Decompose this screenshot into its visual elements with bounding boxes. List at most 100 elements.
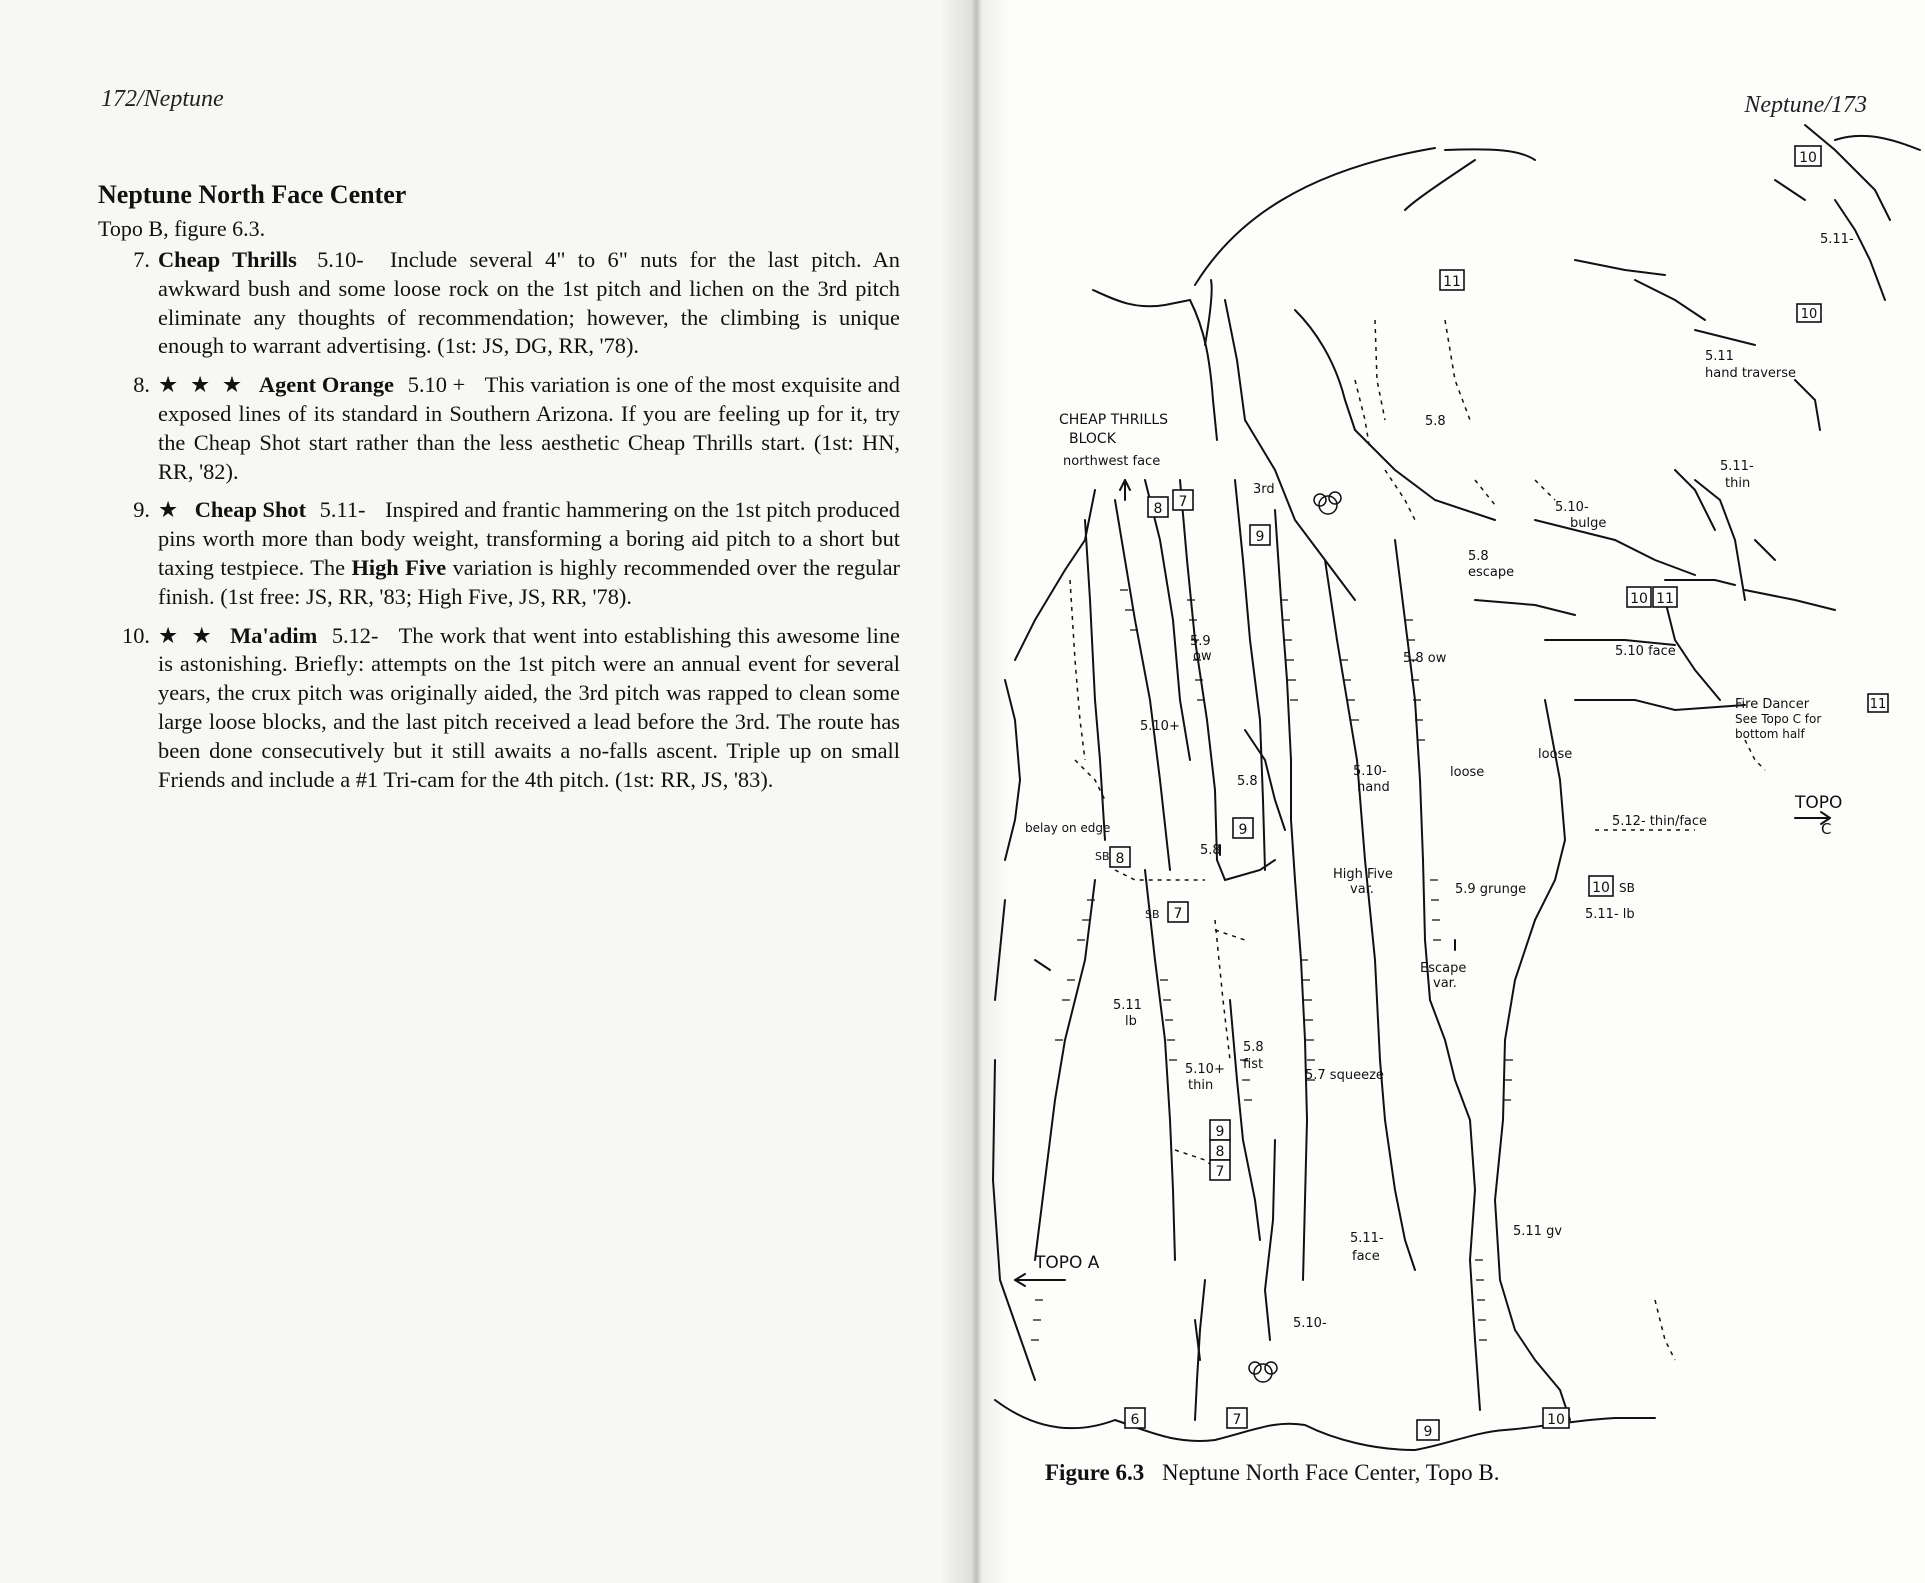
- svg-text:11: 11: [1656, 591, 1674, 607]
- bush-icon: [1249, 492, 1341, 1382]
- left-page: 172/Neptune Neptune North Face Center To…: [0, 0, 975, 1583]
- svg-text:10: 10: [1801, 307, 1818, 322]
- belay-box-9: 9: [1210, 1120, 1230, 1140]
- svg-text:7: 7: [1174, 906, 1183, 922]
- route-grade: 5.10 +: [408, 372, 466, 397]
- figure-label: Figure 6.3: [1045, 1460, 1144, 1485]
- block-label: BLOCK: [1069, 431, 1117, 447]
- route-feature-label: escape: [1468, 565, 1514, 580]
- belay-box-8-top: 8: [1148, 497, 1168, 517]
- grade-label: 5.11: [1705, 349, 1734, 364]
- belay-box-8: 8: [1210, 1140, 1230, 1160]
- topo-labels: CHEAP THRILLS BLOCK northwest face belay…: [1025, 232, 1854, 1331]
- route-feature-label: face: [1352, 1249, 1380, 1264]
- route-grade: 5.11-: [320, 497, 366, 522]
- star-rating: ★ ★: [158, 623, 216, 648]
- grade-label: 5.10+: [1185, 1062, 1225, 1077]
- grade-label: 5.11-: [1350, 1231, 1384, 1246]
- grade-label: 5.10-: [1555, 500, 1589, 515]
- svg-text:10: 10: [1799, 150, 1817, 166]
- belay-box-7: 7: [1210, 1160, 1230, 1180]
- topo-linework: [993, 125, 1920, 1450]
- page-header-left: 172/Neptune: [101, 86, 224, 113]
- grade-label: 5.8: [1243, 1040, 1264, 1055]
- star-rating: ★: [158, 497, 181, 522]
- route-feature-label: High Five: [1333, 867, 1393, 882]
- route-name: Ma'adim: [230, 623, 317, 648]
- route-grade: 5.10-: [317, 247, 364, 272]
- svg-text:9: 9: [1239, 822, 1248, 838]
- svg-text:9: 9: [1424, 1424, 1433, 1440]
- highlighted-variation: High Five: [351, 555, 446, 580]
- route-feature-label: var.: [1433, 976, 1457, 991]
- route-feature-label: fist: [1243, 1057, 1263, 1072]
- route-number: 9.: [98, 496, 150, 525]
- route-feature-label: hand: [1357, 780, 1390, 795]
- grade-label: 5.11-: [1820, 232, 1854, 247]
- route-number: 8.: [98, 371, 150, 400]
- figure-caption-text: Neptune North Face Center, Topo B.: [1162, 1460, 1500, 1485]
- belay-box-11-ledge: 11: [1653, 587, 1677, 607]
- section-title: Neptune North Face Center: [98, 180, 406, 210]
- svg-text:11: 11: [1870, 697, 1887, 712]
- svg-text:9: 9: [1216, 1124, 1225, 1140]
- route-feature-label: SB: [1619, 881, 1635, 895]
- route-feature-label: hand traverse: [1705, 366, 1796, 381]
- star-rating: ★ ★ ★: [158, 372, 245, 397]
- svg-text:11: 11: [1443, 274, 1461, 290]
- route-feature-label: loose: [1450, 765, 1484, 780]
- svg-text:10: 10: [1630, 591, 1648, 607]
- fire-dancer-label: See Topo C for: [1735, 712, 1821, 726]
- route-number: 10.: [98, 622, 150, 651]
- svg-text:7: 7: [1216, 1164, 1225, 1180]
- belay-box-11-top: 11: [1440, 270, 1464, 290]
- belay-box-10-ledge: 10: [1627, 587, 1651, 607]
- route-feature-label: lb: [1125, 1014, 1137, 1029]
- route-feature-label: thin: [1725, 476, 1750, 491]
- topo-c-label: C: [1821, 820, 1831, 838]
- route-feature-label: var.: [1350, 882, 1374, 897]
- svg-text:8: 8: [1154, 501, 1163, 517]
- fire-dancer-label: Fire Dancer: [1735, 697, 1810, 712]
- route-name: Cheap Thrills: [158, 247, 297, 272]
- topo-a-label: TOPO A: [1034, 1253, 1100, 1273]
- grade-label: 5.11- lb: [1585, 907, 1635, 922]
- route-entry: 7. Cheap Thrills 5.10- Include several 4…: [98, 246, 900, 361]
- route-name: Agent Orange: [259, 372, 394, 397]
- svg-text:7: 7: [1179, 494, 1188, 510]
- belay-box-10-right: 10: [1797, 304, 1821, 322]
- grade-label: 5.8: [1468, 549, 1489, 564]
- topo-diagram: 6 7 9 10 9 8 7 9: [975, 0, 1925, 1583]
- belay-box-6: 6: [1125, 1408, 1145, 1428]
- grade-label: 5.10 face: [1615, 644, 1676, 659]
- grade-label: 5.12- thin/face: [1612, 814, 1707, 829]
- route-entry: 10. ★ ★ Ma'adim 5.12- The work that went…: [98, 622, 900, 795]
- belay-box-7-base: 7: [1227, 1408, 1247, 1428]
- route-entry: 9. ★ Cheap Shot 5.11- Inspired and frant…: [98, 496, 900, 611]
- route-feature-label: bulge: [1570, 516, 1606, 531]
- belay-box-9-top: 9: [1250, 525, 1270, 545]
- belay-box-11-firedancer: 11: [1868, 694, 1888, 712]
- route-feature-label: 3rd: [1253, 482, 1275, 497]
- grade-label: 5.10+: [1140, 719, 1180, 734]
- grade-label: 5.7 squeeze: [1305, 1068, 1384, 1083]
- block-label: northwest face: [1063, 454, 1160, 469]
- block-label: CHEAP THRILLS: [1059, 412, 1168, 428]
- route-feature-label: loose: [1538, 747, 1572, 762]
- svg-text:8: 8: [1116, 851, 1125, 867]
- topo-reference: Topo B, figure 6.3.: [98, 216, 265, 242]
- svg-text:10: 10: [1547, 1412, 1565, 1428]
- grade-label: 5.10-: [1353, 764, 1387, 779]
- grade-label: 5.8: [1425, 414, 1446, 429]
- route-feature-label: SB: [1095, 850, 1110, 863]
- route-grade: 5.12-: [332, 623, 379, 648]
- grade-label: 5.8: [1237, 774, 1258, 789]
- belay-box-10-topright: 10: [1795, 146, 1821, 166]
- route-feature-label: SB: [1145, 908, 1160, 921]
- svg-text:8: 8: [1216, 1144, 1225, 1160]
- belay-label: belay on edge: [1025, 821, 1110, 835]
- route-list: 7. Cheap Thrills 5.10- Include several 4…: [98, 246, 900, 804]
- svg-text:6: 6: [1131, 1412, 1140, 1428]
- route-feature-label: ow: [1193, 649, 1212, 664]
- svg-text:9: 9: [1256, 529, 1265, 545]
